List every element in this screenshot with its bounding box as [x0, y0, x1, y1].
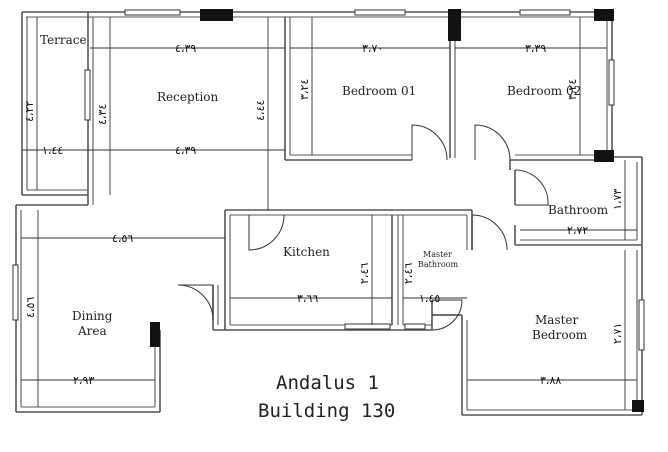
doors [177, 124, 549, 331]
dim-reception-height-left: ٤،٣٤ [96, 104, 109, 125]
plan-title: Andalus 1 Building 130 [258, 372, 395, 422]
label-bedroom2: Bedroom 02 [507, 84, 581, 98]
windows [12, 9, 645, 351]
dim-bedroom2-width: ٣،٣٩ [525, 42, 546, 55]
dim-bathroom-height: ١،٧٣ [611, 189, 624, 210]
label-dining-1: Dining [72, 309, 113, 323]
label-master-bedroom-2: Bedroom [532, 328, 588, 342]
label-reception: Reception [157, 90, 219, 104]
dim-dining-height: ٤،٥٦ [24, 297, 37, 318]
dim-terrace-height: ٤،٢٢ [23, 101, 36, 122]
label-master-bathroom-1: Master [423, 250, 452, 259]
door-bedroom1 [411, 124, 448, 161]
column-5 [150, 322, 160, 347]
label-master-bedroom-1: Master [535, 313, 579, 327]
column-1 [200, 9, 233, 21]
window-bedroom2-side [608, 59, 615, 106]
dim-reception-top: ٤،٣٩ [175, 42, 196, 55]
dim-master-bath-height: ٢،٤٦ [402, 263, 415, 284]
title-line-2: Building 130 [258, 400, 395, 422]
window-master-bathroom [404, 323, 426, 330]
window-master-bedroom [638, 299, 645, 351]
column-4 [594, 150, 614, 162]
window-dining [12, 264, 19, 321]
dimension-lines [21, 17, 637, 410]
dim-kitchen-height: ٢،٤٦ [358, 263, 371, 284]
door-corridor-master-bath [471, 214, 508, 251]
title-line-1: Andalus 1 [276, 372, 379, 394]
door-dining [177, 284, 214, 321]
dim-bedroom1-height: ٣،٢٤ [298, 79, 311, 100]
door-bathroom [514, 169, 549, 206]
dim-reception-height-right: ٤،٤٤ [254, 100, 267, 121]
dim-master-bedroom-width: ٣،٨٨ [540, 374, 561, 387]
door-master-bathroom [431, 299, 463, 331]
column-3 [594, 9, 614, 21]
column-6 [632, 400, 644, 412]
dimension-labels: ٤،٣٩ ٣،٧٠ ٣،٣٩ ١،٤٤ ٤،٣٩ ٢،٧٢ ٤،٥٦ ٣،٦٦ … [23, 42, 624, 387]
window-kitchen [344, 323, 391, 330]
dim-bathroom-width: ٢،٧٢ [567, 224, 588, 237]
label-kitchen: Kitchen [283, 245, 330, 259]
column-2 [448, 9, 461, 41]
window-bedroom1-top [354, 9, 406, 16]
dim-terrace-width: ١،٤٤ [42, 144, 63, 157]
label-bathroom: Bathroom [548, 203, 609, 217]
columns [150, 9, 644, 412]
dim-reception-mid: ٤،٣٩ [175, 144, 196, 157]
door-kitchen [248, 214, 285, 251]
label-dining-2: Area [77, 324, 107, 338]
dim-dining-top: ٤،٥٦ [112, 232, 133, 245]
dim-kitchen-width: ٣،٦٦ [297, 292, 318, 305]
dim-master-bath-width: ١،٤٥ [419, 292, 440, 305]
label-bedroom1: Bedroom 01 [342, 84, 416, 98]
door-bedroom2 [474, 124, 511, 161]
dim-bedroom1-width: ٣،٧٠ [362, 42, 383, 55]
label-terrace: Terrace [40, 33, 87, 47]
window-reception-top [124, 9, 181, 16]
window-bedroom2-top [519, 9, 571, 16]
window-terrace [84, 69, 91, 121]
dim-bedroom2-height: ٣،٢٤ [566, 79, 579, 100]
dim-master-bedroom-height: ٢،٧١ [611, 323, 624, 344]
room-labels: Terrace Reception Bedroom 01 Bedroom 02 … [40, 33, 609, 342]
label-master-bathroom-2: Bathroom [418, 260, 458, 269]
dim-dining-bottom: ٢،٩٣ [73, 374, 94, 387]
